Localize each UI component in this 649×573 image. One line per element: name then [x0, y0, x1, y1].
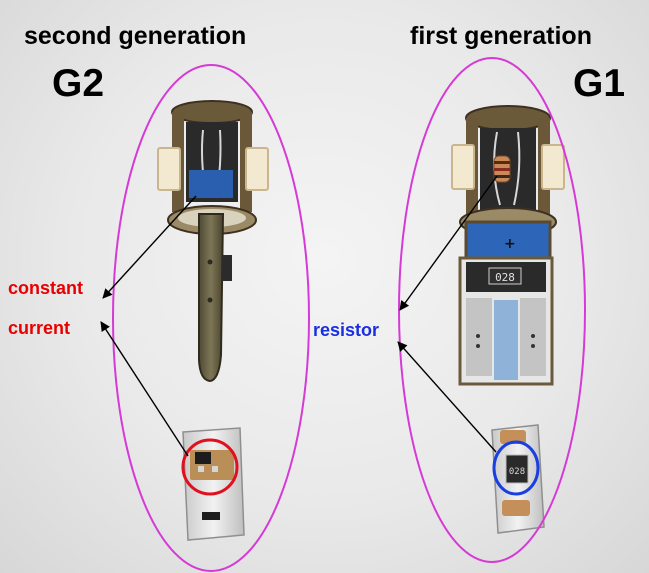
g2-board-mark	[202, 512, 220, 520]
g1-copper-pad-bottom	[502, 500, 530, 516]
g1-highlight-circle	[492, 440, 540, 496]
g2-blue-board	[189, 170, 233, 198]
resistor-label: resistor	[313, 320, 380, 340]
g1-center-strip	[494, 300, 518, 380]
g1-copper-pad-top	[500, 430, 526, 444]
g2-contact-tab	[222, 255, 232, 281]
g1-outline-ellipse	[398, 57, 586, 563]
current-label: current	[8, 318, 71, 338]
g1-hole-2	[476, 344, 480, 348]
g2-arrow-from-chip	[100, 321, 189, 457]
g1-title: first generation	[410, 22, 592, 50]
constant-label: constant	[8, 278, 84, 298]
g2-bulb	[157, 100, 269, 383]
g1-blue-board	[464, 220, 552, 260]
g2-leg-hole-1	[207, 259, 213, 265]
g2-ic-pin-2	[212, 466, 218, 472]
g1-arrow-from-board	[397, 341, 497, 453]
g1-bulb: + 028	[451, 105, 565, 386]
g1-resistor-band-1	[494, 161, 510, 164]
g1-arrow-to-resistor	[399, 175, 498, 311]
g2-leg	[198, 213, 225, 383]
g1-resistor-board: 028	[491, 424, 545, 534]
g2-label: G2	[52, 62, 105, 105]
g1-led-left	[451, 144, 475, 190]
g2-arrow-to-leg	[102, 195, 197, 299]
g1-hole-3	[531, 334, 535, 338]
g1-plus-sign: +	[504, 236, 516, 252]
g2-highlight-circle	[181, 438, 239, 496]
g2-ic-board	[182, 427, 245, 541]
g2-outline-ellipse	[112, 64, 310, 572]
g2-title: second generation	[24, 22, 247, 50]
g1-resistor-band-3	[494, 175, 510, 178]
g1-hole-1	[476, 334, 480, 338]
g1-smd-chip	[488, 267, 522, 285]
g2-leg-hole-2	[207, 297, 213, 303]
g1-hole-4	[531, 344, 535, 348]
g2-ic-pin-1	[198, 466, 204, 472]
g1-resistor-band-2	[494, 168, 510, 171]
g1-chip-marking: 028	[495, 271, 515, 284]
g1-smd-resistor	[505, 454, 529, 484]
g2-led-left	[157, 147, 181, 191]
g1-resistor-marking: 028	[509, 467, 525, 477]
g1-led-right	[541, 144, 565, 190]
g2-led-right	[245, 147, 269, 191]
g1-top-cap	[465, 105, 551, 131]
g1-wire-2	[513, 131, 521, 206]
g2-ic-chip	[195, 452, 211, 464]
g1-label: G1	[573, 62, 626, 105]
